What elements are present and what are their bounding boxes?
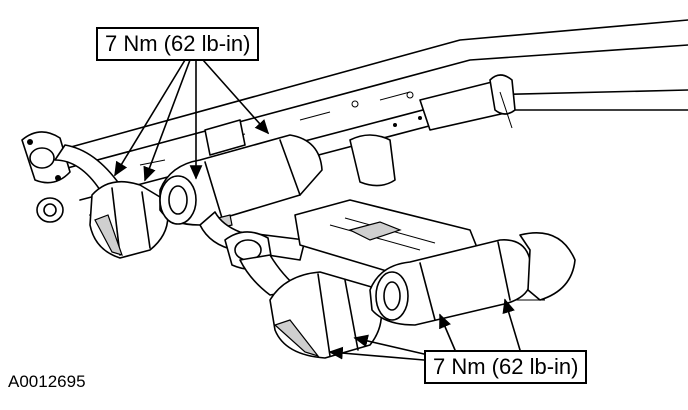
torque-callout-top: 7 Nm (62 lb-in) xyxy=(96,27,260,61)
figure-id-label: A0012695 xyxy=(8,372,86,391)
torque-callout-bottom: 7 Nm (62 lb-in) xyxy=(424,350,588,384)
top-leader-lines xyxy=(114,59,270,182)
rear-converter xyxy=(369,231,576,326)
right-catalytic-converter xyxy=(239,254,383,359)
center-catalytic-converter xyxy=(159,119,323,231)
rear-pipe-hanger xyxy=(349,74,516,187)
bottom-leader-lines xyxy=(328,298,521,361)
left-manifold-flange xyxy=(21,131,71,223)
left-catalytic-converter xyxy=(89,180,169,259)
